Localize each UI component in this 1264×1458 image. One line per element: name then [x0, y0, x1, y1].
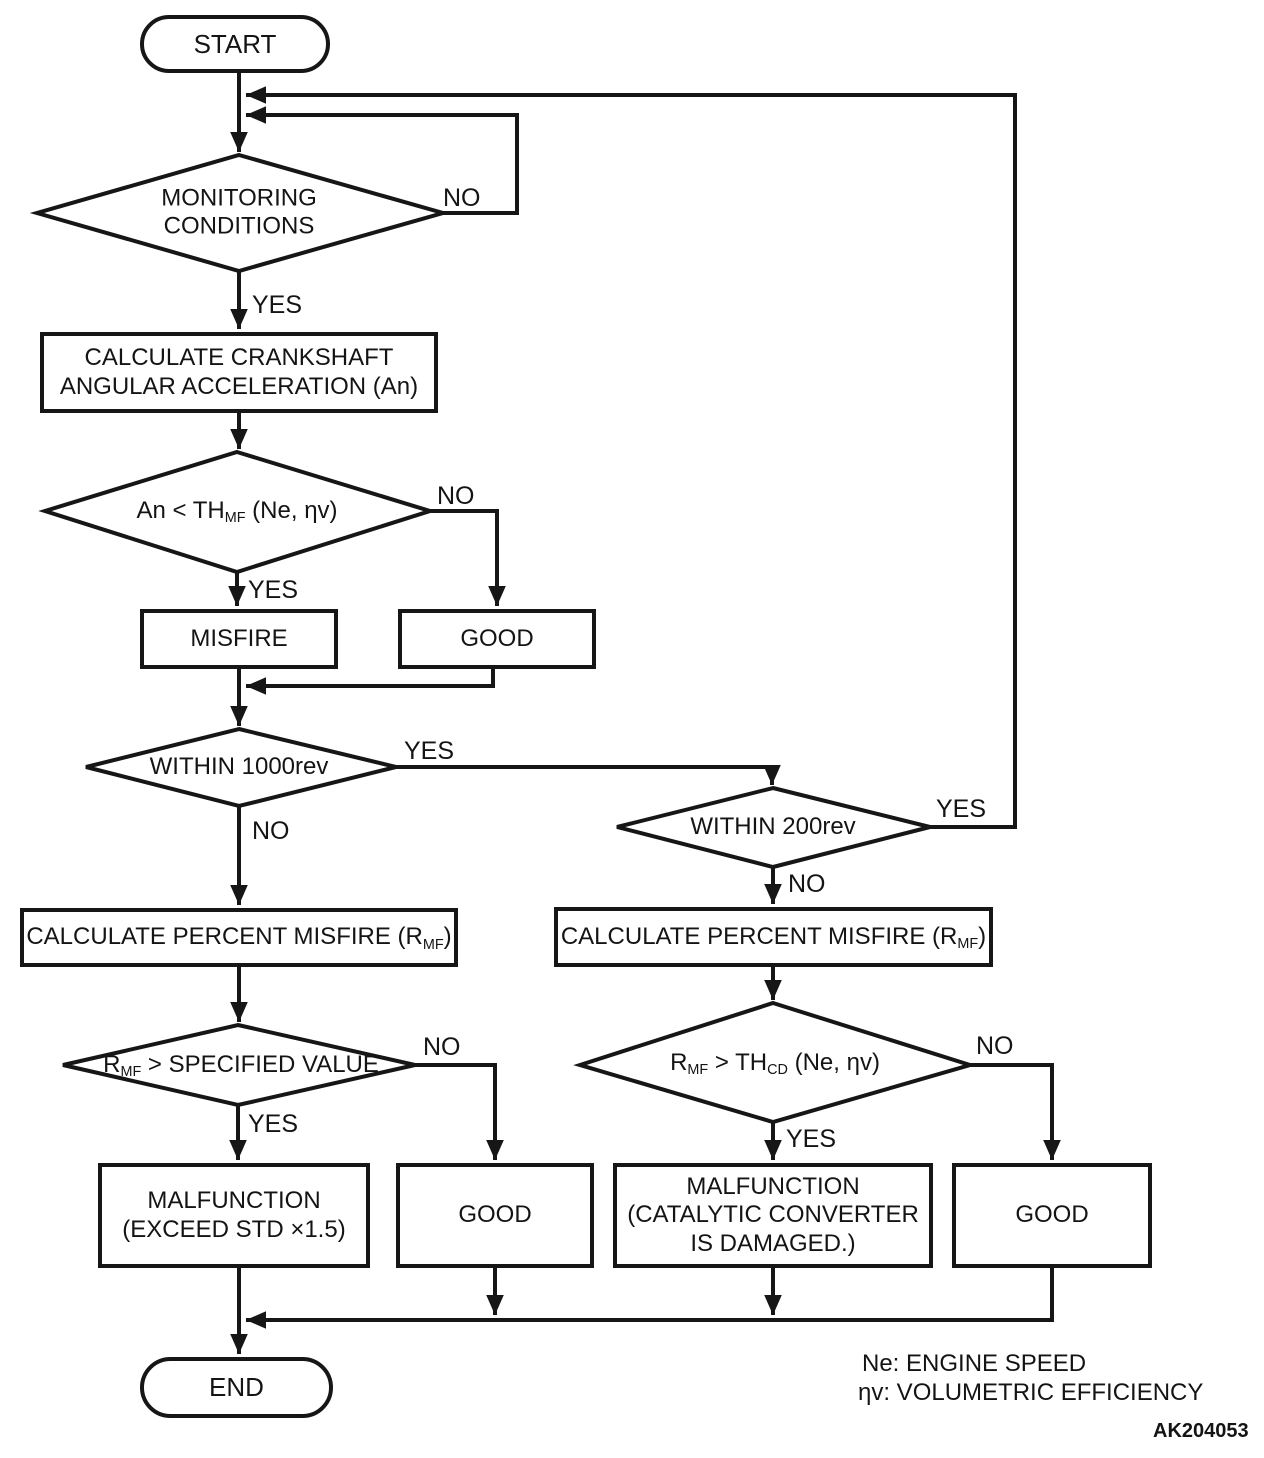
label-text: An < TH [136, 496, 225, 524]
decision-monitoring-label: MONITORING CONDITIONS [161, 185, 317, 242]
legend-volumetric-efficiency: ηv: VOLUMETRIC EFFICIENCY [858, 1379, 1204, 1406]
decision-r-specified-label: RMF > SPECIFIED VALUE [103, 1050, 379, 1081]
label-subscript: MF [120, 1064, 142, 1081]
decision-within-200rev-label: WITHIN 200rev [690, 813, 855, 841]
label-text: MONITORING [161, 184, 317, 212]
label-text: WITHIN 200rev [690, 812, 856, 840]
result-good-left-label: GOOD [458, 1201, 532, 1229]
label-text: ) [978, 922, 987, 950]
label-subscript: MF [422, 936, 444, 953]
result-good-right-label: GOOD [1015, 1201, 1089, 1229]
decision-r-specified-shape [62, 1022, 416, 1108]
result-malfunction-catalytic-line1: MALFUNCTION [686, 1173, 860, 1201]
edge-w1000-yes-w200 [396, 765, 781, 785]
edge-label-an-yes: YES [248, 576, 299, 604]
result-malfunction-catalytic-line3: IS DAMAGED.) [690, 1229, 856, 1257]
edge-rthcd-no-good [970, 1063, 1061, 1160]
decision-within-1000rev-shape [85, 726, 397, 809]
result-malfunction-exceed-std: MALFUNCTION (EXCEED STD ×1.5) [98, 1163, 370, 1268]
result-misfire: MISFIRE [140, 609, 338, 669]
edge-monitoring-no-loop [246, 106, 519, 215]
label-text: WITHIN 1000rev [149, 752, 329, 780]
result-malfunction-catalytic-line2: (CATALYTIC CONVERTER [627, 1201, 919, 1229]
label-subscript: MF [224, 510, 246, 527]
terminal-start: START [140, 15, 330, 73]
terminal-end: END [140, 1357, 333, 1418]
edge-w200-yes-return [246, 86, 1017, 829]
label-subscript: MF [957, 936, 979, 953]
result-misfire-label: MISFIRE [190, 624, 288, 652]
result-malfunction-exceed-std-line1: MALFUNCTION [147, 1187, 321, 1215]
figure-code: AK204053 [1153, 1420, 1249, 1442]
decision-an-threshold-shape [38, 449, 437, 575]
edge-label-rthcd-no: NO [976, 1032, 1014, 1060]
label-text: CONDITIONS [163, 213, 315, 240]
label-text: (Ne, ηv) [787, 1048, 880, 1076]
result-malfunction-exceed-std-line2: (EXCEED STD ×1.5) [122, 1215, 346, 1243]
edge-rspec-no-good [415, 1063, 504, 1160]
label-text: R [670, 1048, 688, 1076]
result-good-top: GOOD [398, 609, 596, 669]
result-good-right: GOOD [952, 1163, 1152, 1268]
edge-label-monitoring-yes: YES [252, 291, 303, 319]
legend-engine-speed: Ne: ENGINE SPEED [862, 1350, 1087, 1377]
edge-label-w200-yes: YES [936, 795, 987, 823]
process-calc-percent-right-label: CALCULATE PERCENT MISFIRE (RMF) [560, 922, 987, 953]
edge-label-rspec-yes: YES [248, 1110, 299, 1138]
result-good-left: GOOD [396, 1163, 594, 1268]
label-subscript: MF [687, 1062, 709, 1079]
edge-label-w200-no: NO [788, 870, 826, 898]
edge-label-rthcd-yes: YES [786, 1125, 837, 1153]
edge-goodright-merge [246, 1268, 1054, 1329]
label-text: ) [443, 923, 452, 951]
decision-r-thcd-label: RMF > THCD (Ne, ηv) [670, 1048, 880, 1079]
process-calc-percent-left-label: CALCULATE PERCENT MISFIRE (RMF) [26, 923, 452, 953]
result-malfunction-catalytic: MALFUNCTION (CATALYTIC CONVERTER IS DAMA… [613, 1163, 933, 1268]
label-text: R [103, 1050, 121, 1078]
label-text: CALCULATE PERCENT MISFIRE (R [560, 922, 958, 950]
edge-label-an-no: NO [437, 482, 475, 510]
terminal-start-label: START [193, 28, 277, 59]
label-subscript: CD [767, 1062, 788, 1079]
edge-label-rspec-no: NO [423, 1033, 461, 1061]
label-text: > TH [708, 1048, 768, 1076]
decision-within-200rev-shape [616, 785, 931, 870]
process-calculate-crankshaft-line2: ANGULAR ACCELERATION (An) [59, 372, 419, 400]
result-good-top-label: GOOD [460, 624, 534, 652]
label-text: > SPECIFIED VALUE [141, 1050, 379, 1078]
process-calculate-crankshaft: CALCULATE CRANKSHAFT ANGULAR ACCELERATIO… [40, 332, 438, 413]
label-text: CALCULATE PERCENT MISFIRE (R [26, 923, 423, 951]
decision-monitoring-shape [29, 152, 451, 274]
process-calculate-crankshaft-line1: CALCULATE CRANKSHAFT [84, 344, 394, 372]
edge-label-w1000-no: NO [252, 817, 290, 845]
label-text: (Ne, ηv) [245, 496, 338, 524]
process-calc-percent-misfire-right: CALCULATE PERCENT MISFIRE (RMF) [554, 907, 993, 967]
decision-r-thcd-shape [573, 1000, 977, 1125]
edge-label-w1000-yes: YES [404, 737, 455, 765]
process-calc-percent-misfire-left: CALCULATE PERCENT MISFIRE (RMF) [20, 908, 458, 967]
edge-goodtop-merge [246, 669, 495, 695]
decision-within-1000rev-label: WITHIN 1000rev [150, 753, 329, 781]
decision-an-threshold-label: An < THMF (Ne, ηv) [136, 496, 338, 527]
edge-anth-no-good [430, 509, 506, 606]
edge-label-monitoring-no: NO [443, 184, 481, 212]
terminal-end-label: END [209, 1372, 264, 1403]
